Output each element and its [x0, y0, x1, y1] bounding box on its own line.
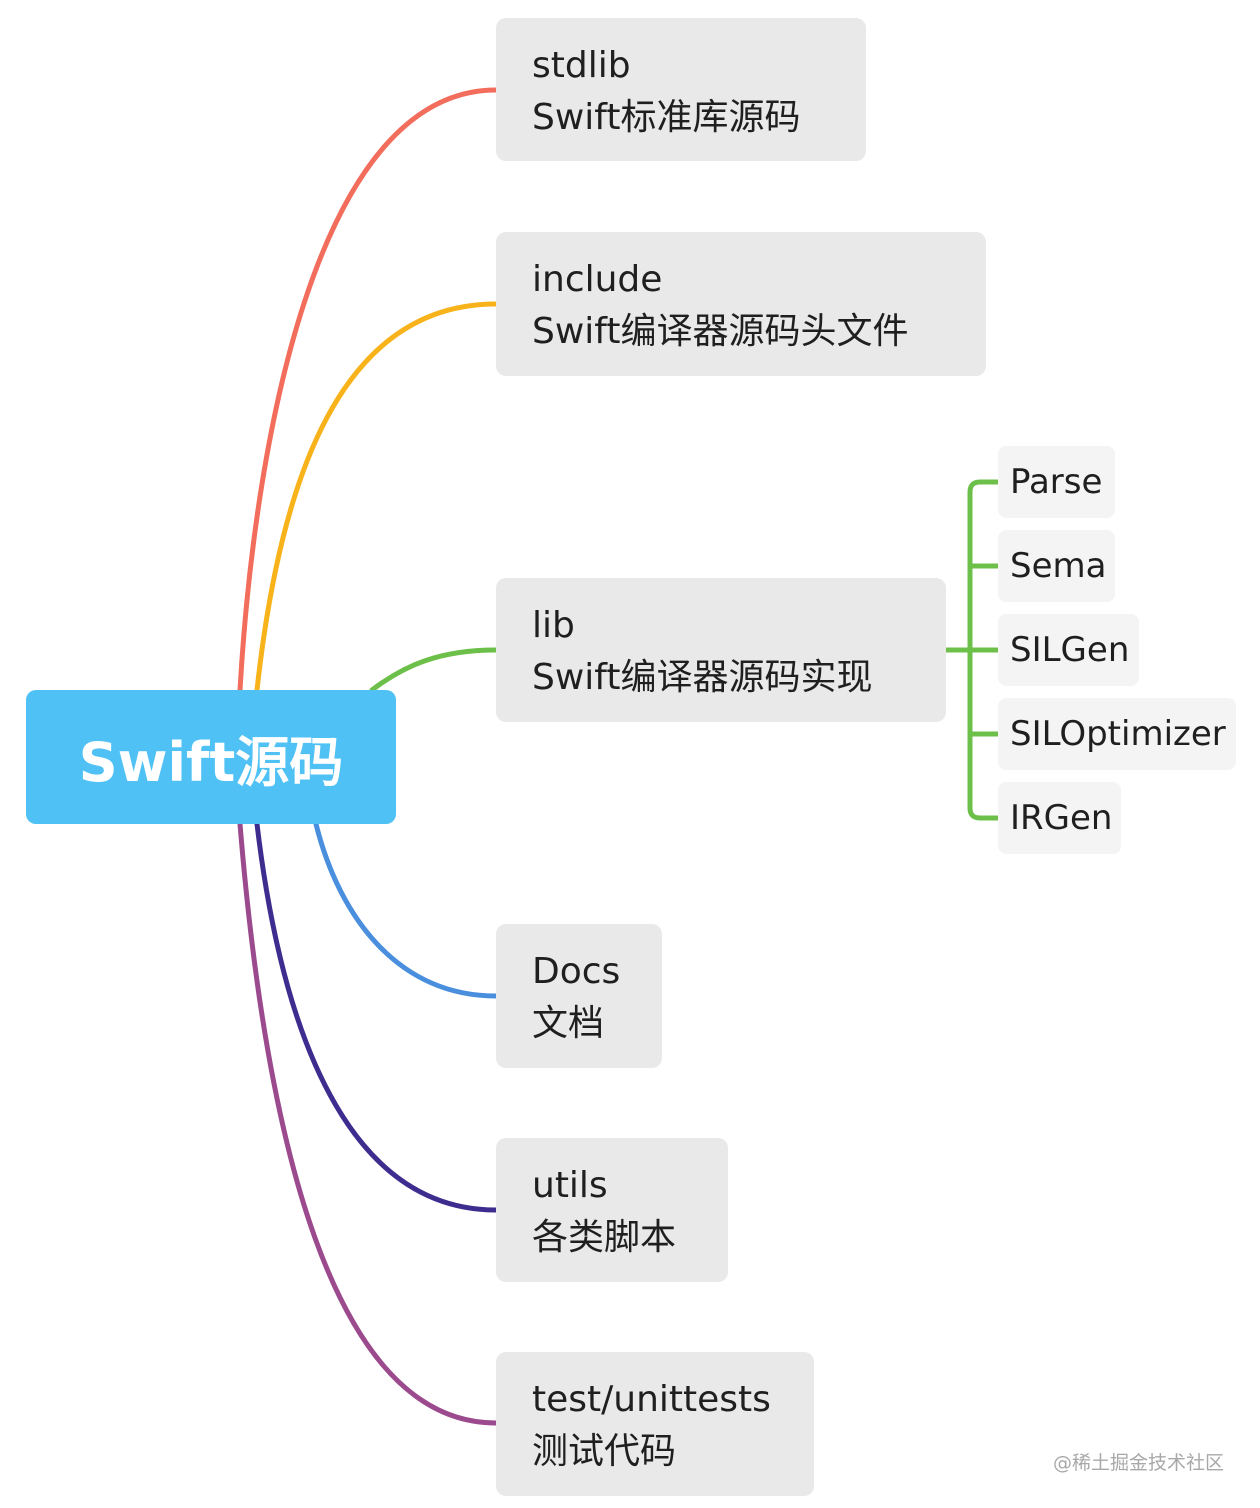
node-stdlib[interactable]: stdlib Swift标准库源码	[496, 18, 866, 161]
node-title: stdlib	[532, 45, 631, 86]
edge-test	[237, 821, 499, 1426]
node-title: lib	[532, 605, 575, 646]
leaf-silgen[interactable]: SILGen	[998, 614, 1139, 686]
root-label: Swift源码	[78, 730, 344, 794]
leaf-sema[interactable]: Sema	[998, 530, 1115, 602]
root-node[interactable]: Swift源码	[26, 690, 396, 824]
edge-docs	[313, 821, 499, 999]
node-docs[interactable]: Docs 文档	[496, 924, 662, 1068]
node-desc: 测试代码	[532, 1431, 677, 1472]
node-desc: Swift编译器源码实现	[532, 657, 873, 698]
leaf-siloptimizer[interactable]: SILOptimizer	[998, 698, 1236, 770]
node-desc: Swift编译器源码头文件	[532, 311, 909, 352]
node-desc: 文档	[532, 1003, 605, 1044]
node-title: utils	[532, 1165, 608, 1206]
node-lib[interactable]: lib Swift编译器源码实现	[496, 578, 946, 722]
node-title: include	[532, 259, 663, 300]
edge-stdlib	[237, 87, 499, 693]
edge-lib	[369, 647, 499, 693]
node-title: test/unittests	[532, 1379, 771, 1420]
node-test[interactable]: test/unittests 测试代码	[496, 1352, 814, 1496]
leaf-irgen[interactable]: IRGen	[998, 782, 1121, 854]
edge-utils	[254, 821, 499, 1213]
node-title: Docs	[532, 951, 621, 992]
watermark: @稀土掘金技术社区	[1052, 1452, 1224, 1474]
node-utils[interactable]: utils 各类脚本	[496, 1138, 728, 1282]
leaf-parse[interactable]: Parse	[998, 446, 1115, 518]
lib-children-bracket	[943, 479, 1001, 821]
node-desc: 各类脚本	[532, 1217, 677, 1258]
node-desc: Swift标准库源码	[532, 97, 801, 138]
edge-include	[254, 301, 499, 693]
node-include[interactable]: include Swift编译器源码头文件	[496, 232, 986, 376]
